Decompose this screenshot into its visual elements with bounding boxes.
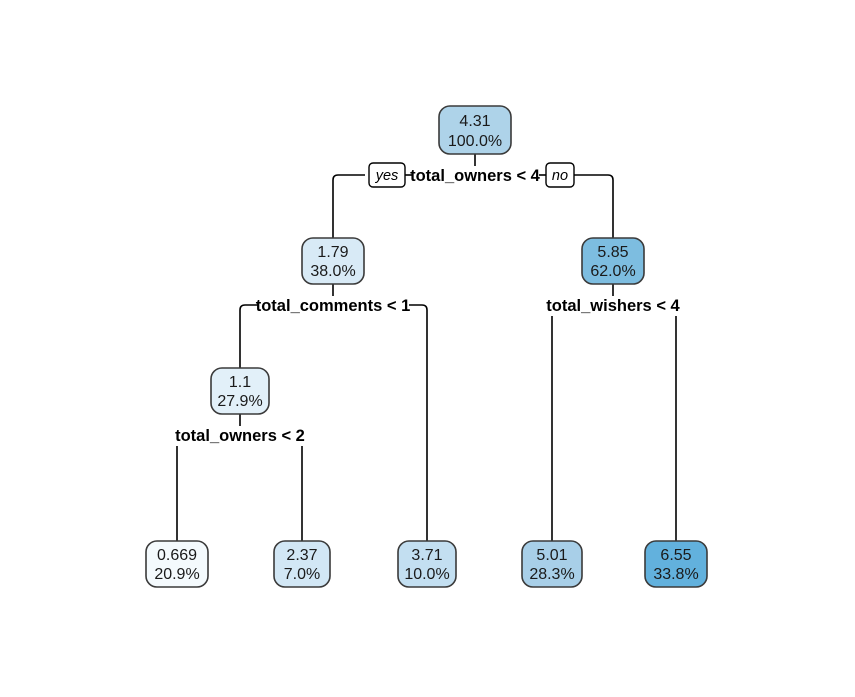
tree-leaf-2-percent: 7.0% xyxy=(284,566,320,583)
tree-leaf-2-value: 2.37 xyxy=(286,547,317,564)
tree-leaf-4-box xyxy=(521,540,583,588)
no-badge-root-label: no xyxy=(552,168,568,184)
tree-node-ll-box xyxy=(210,367,270,415)
tree-node-left[interactable]: 1.79 38.0% xyxy=(301,237,365,285)
tree-node-left-value: 1.79 xyxy=(317,244,348,261)
edge-left-to-leaf3 xyxy=(409,304,428,541)
tree-leaf-1-percent: 20.9% xyxy=(154,566,199,583)
tree-leaf-2-box xyxy=(273,540,331,588)
split-left-label: total_comments < 1 xyxy=(256,297,411,315)
tree-leaf-5-box xyxy=(644,540,708,588)
tree-node-root[interactable]: 4.31 100.0% xyxy=(438,105,512,155)
tree-leaf-2[interactable]: 2.37 7.0% xyxy=(273,540,331,588)
tree-leaf-1-box xyxy=(145,540,209,588)
tree-leaf-5[interactable]: 6.55 33.8% xyxy=(644,540,708,588)
split-right-label: total_wishers < 4 xyxy=(546,297,680,315)
edge-root-to-left xyxy=(332,174,365,238)
tree-node-right-box xyxy=(581,237,645,285)
edge-left-to-ll xyxy=(239,304,258,368)
tree-leaf-4-percent: 28.3% xyxy=(529,566,574,583)
tree-leaf-3-box xyxy=(397,540,457,588)
no-badge-root xyxy=(545,162,575,188)
tree-node-right[interactable]: 5.85 62.0% xyxy=(581,237,645,285)
split-labels: yes total_owners < 4 no total_comments <… xyxy=(175,162,681,445)
tree-leaf-4[interactable]: 5.01 28.3% xyxy=(521,540,583,588)
tree-leaf-1-value: 0.669 xyxy=(157,547,197,564)
tree-node-right-value: 5.85 xyxy=(597,244,628,261)
tree-node-left-percent: 38.0% xyxy=(310,263,355,280)
split-root-group[interactable]: yes total_owners < 4 no xyxy=(368,162,575,188)
tree-edges xyxy=(176,154,677,541)
tree-leaf-3-percent: 10.0% xyxy=(404,566,449,583)
tree-leaf-4-value: 5.01 xyxy=(536,547,567,564)
yes-badge-root-label: yes xyxy=(375,168,399,184)
tree-node-left-box xyxy=(301,237,365,285)
tree-node-right-percent: 62.0% xyxy=(590,263,635,280)
tree-node-root-percent: 100.0% xyxy=(448,133,502,150)
tree-node-ll-value: 1.1 xyxy=(229,374,251,391)
tree-leaf-1[interactable]: 0.669 20.9% xyxy=(145,540,209,588)
tree-node-root-box xyxy=(438,105,512,155)
tree-node-ll[interactable]: 1.1 27.9% xyxy=(210,367,270,415)
edge-root-to-right xyxy=(570,174,614,238)
tree-leaf-5-percent: 33.8% xyxy=(653,566,698,583)
tree-leaf-5-value: 6.55 xyxy=(660,547,691,564)
tree-node-root-value: 4.31 xyxy=(459,113,490,130)
tree-leaf-3-value: 3.71 xyxy=(411,547,442,564)
tree-node-ll-percent: 27.9% xyxy=(217,393,262,410)
split-ll-label: total_owners < 2 xyxy=(175,427,305,445)
tree-nodes: 4.31 100.0% 1.79 38.0% 5.85 62.0% 1.1 27… xyxy=(145,105,708,588)
tree-leaf-3[interactable]: 3.71 10.0% xyxy=(397,540,457,588)
split-root-label: total_owners < 4 xyxy=(410,167,541,185)
